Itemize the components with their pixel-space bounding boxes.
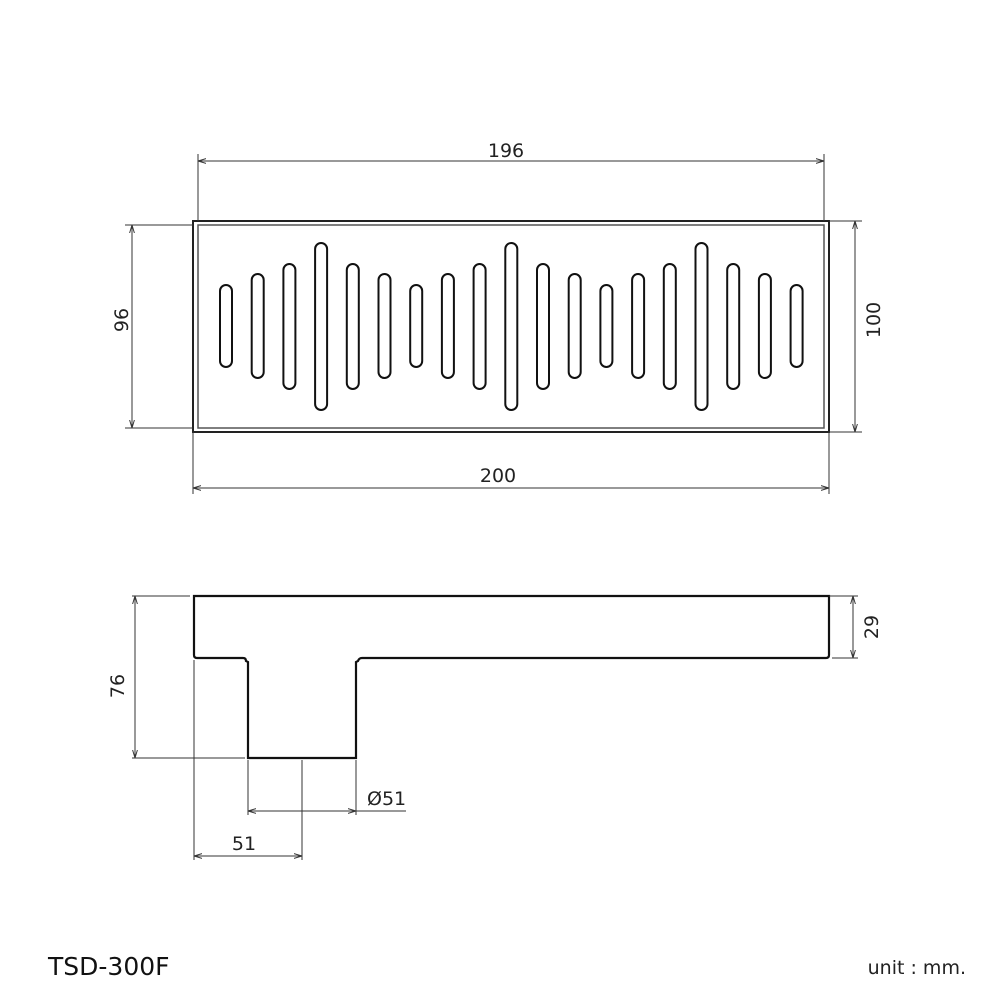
grate-slot <box>757 273 772 379</box>
dim-label-96: 96 <box>111 308 133 332</box>
unit-label: unit : mm. <box>867 957 966 979</box>
grate-inner-frame <box>197 224 825 429</box>
dim-label-diameter: Ø51 <box>367 788 406 810</box>
grate-slot <box>726 263 741 390</box>
grate-slot <box>662 263 677 390</box>
top-view: 196 200 96 100 <box>111 140 885 494</box>
drain-body-profile <box>192 594 831 760</box>
dim-label-200: 200 <box>480 465 516 487</box>
grate-slot <box>345 263 360 390</box>
grate-slot <box>472 263 487 390</box>
grate-slot <box>377 273 392 379</box>
side-view: 76 29 Ø51 51 <box>107 594 883 860</box>
grate-slot <box>599 284 614 368</box>
dim-label-196: 196 <box>488 140 524 162</box>
grate-slot <box>219 284 233 368</box>
grate-slot <box>250 273 265 379</box>
grate-slot <box>409 284 424 368</box>
grate-slot <box>536 263 550 390</box>
grate-slot <box>567 273 582 379</box>
grate-slot <box>789 284 804 368</box>
grate-slots <box>219 242 804 411</box>
grate-slot <box>440 273 455 379</box>
dim-label-100: 100 <box>863 302 885 338</box>
dim-label-76: 76 <box>107 674 129 698</box>
grate-slot <box>694 242 709 411</box>
dim-label-29: 29 <box>861 615 883 639</box>
grate-slot <box>314 242 329 411</box>
grate-outer-frame <box>192 220 830 433</box>
grate-slot <box>504 242 519 411</box>
model-number: TSD-300F <box>48 952 170 981</box>
dim-label-offset: 51 <box>232 833 256 855</box>
grate-slot <box>631 273 646 379</box>
grate-slot <box>282 263 297 390</box>
